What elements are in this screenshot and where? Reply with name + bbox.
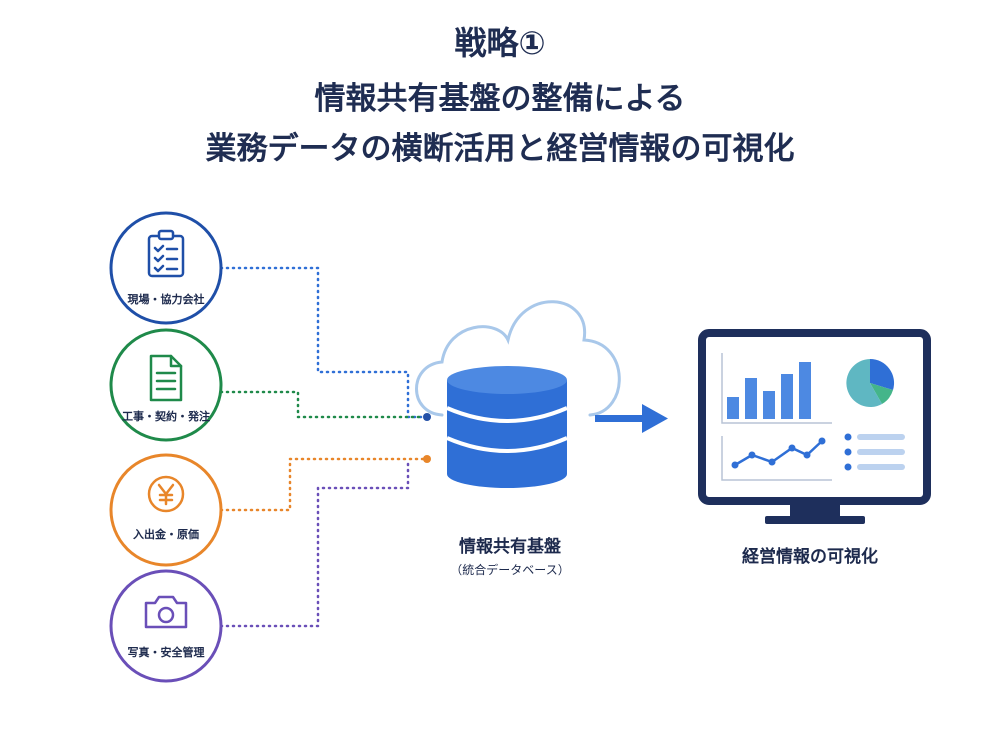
source-label-4: 写真・安全管理 bbox=[127, 646, 205, 659]
connector-line-1 bbox=[219, 266, 426, 419]
connector-dot-orange bbox=[423, 455, 431, 463]
source-label-3: 入出金・原価 bbox=[133, 528, 199, 541]
source-circle-1 bbox=[109, 211, 223, 325]
strategy-heading: 戦略① bbox=[454, 24, 546, 62]
yen-coin-icon bbox=[147, 475, 185, 513]
source-label-2: 工事・契約・発注 bbox=[122, 410, 210, 423]
connector-line-4 bbox=[219, 457, 410, 628]
arrow-icon bbox=[595, 404, 668, 433]
dashboard-monitor-icon bbox=[698, 329, 931, 524]
database-icon bbox=[446, 366, 568, 488]
clipboard-checklist-icon bbox=[147, 229, 185, 278]
cloud-icon bbox=[415, 300, 621, 417]
title-line-2: 情報共有基盤の整備による bbox=[314, 81, 686, 117]
source-circle-2 bbox=[109, 328, 223, 442]
connector-line-2 bbox=[219, 390, 426, 419]
source-label-1: 現場・協力会社 bbox=[127, 293, 205, 306]
document-icon bbox=[149, 354, 183, 402]
output-label: 経営情報の可視化 bbox=[742, 547, 878, 567]
camera-icon bbox=[144, 595, 188, 629]
title-line-3: 業務データの横断活用と経営情報の可視化 bbox=[205, 131, 795, 167]
platform-subtitle: （統合データベース） bbox=[450, 563, 570, 577]
connector-line-3 bbox=[219, 457, 426, 512]
platform-title: 情報共有基盤 bbox=[459, 537, 561, 557]
platform-label: 情報共有基盤 （統合データベース） bbox=[410, 532, 610, 578]
connector-dot-blue bbox=[423, 413, 431, 421]
